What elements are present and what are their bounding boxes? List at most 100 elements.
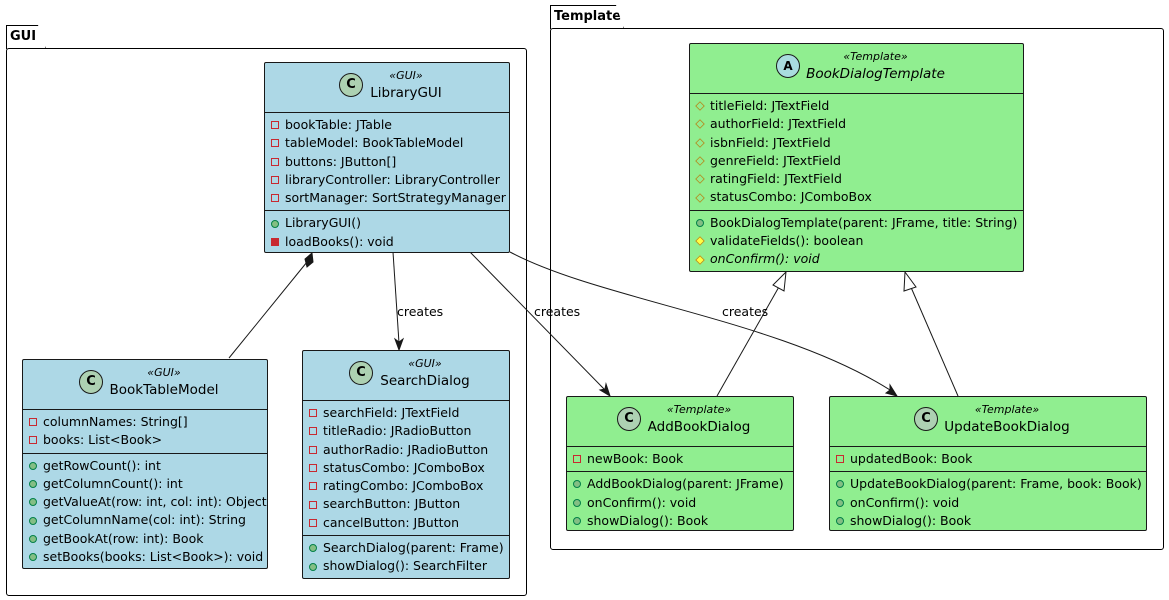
class-name: AddBookDialog bbox=[647, 419, 751, 435]
field-row: sortManager: SortStrategyManager bbox=[271, 189, 509, 207]
public-method-icon bbox=[573, 480, 581, 489]
member-text: columnNames: String[] bbox=[43, 414, 188, 429]
public-method-icon bbox=[573, 498, 581, 507]
methods-section: AddBookDialog(parent: JFrame) onConfirm(… bbox=[567, 472, 793, 530]
public-method-icon bbox=[29, 516, 37, 525]
private-field-icon bbox=[309, 482, 317, 491]
member-text: showDialog(): SearchFilter bbox=[323, 558, 487, 574]
field-row: titleRadio: JRadioButton bbox=[309, 422, 509, 440]
protected-field-icon bbox=[695, 101, 705, 111]
private-field-icon bbox=[271, 139, 279, 148]
inherit-update-line bbox=[909, 284, 959, 397]
public-method-icon bbox=[29, 534, 37, 543]
method-row: AddBookDialog(parent: JFrame) bbox=[573, 475, 793, 493]
composition-line bbox=[228, 261, 308, 359]
class-updatebookdialog[interactable]: C «Template» UpdateBookDialog updatedBoo… bbox=[829, 396, 1147, 531]
class-addbookdialog[interactable]: C «Template» AddBookDialog newBook: Book… bbox=[566, 396, 794, 531]
protected-field-icon bbox=[695, 174, 705, 185]
public-method-icon bbox=[573, 517, 581, 526]
class-name: LibraryGUI bbox=[370, 85, 442, 101]
field-row: searchButton: JButton bbox=[309, 495, 509, 513]
field-row: bookTable: JTable bbox=[271, 116, 509, 134]
member-text: statusCombo: JComboBox bbox=[710, 189, 872, 205]
fields-section: titleField: JTextField authorField: JTex… bbox=[690, 94, 1023, 211]
member-text: books: List<Book> bbox=[43, 432, 163, 448]
member-text: setBooks(books: List<Book>): void bbox=[43, 549, 264, 565]
method-row: validateFields(): boolean bbox=[695, 232, 1023, 250]
protected-method-icon bbox=[695, 254, 705, 265]
method-row: loadBooks(): void bbox=[271, 233, 509, 251]
private-field-icon bbox=[271, 194, 279, 203]
protected-field-icon bbox=[695, 156, 705, 166]
class-searchdialog[interactable]: C «GUI» SearchDialog searchField: JTextF… bbox=[302, 350, 510, 579]
methods-section: UpdateBookDialog(parent: Frame, book: Bo… bbox=[830, 472, 1146, 530]
member-text: searchField: JTextField bbox=[323, 405, 460, 420]
member-text: authorField: JTextField bbox=[710, 116, 847, 132]
method-row: showDialog(): Book bbox=[836, 512, 1146, 530]
protected-field-icon bbox=[695, 119, 705, 130]
private-method-icon bbox=[271, 237, 279, 246]
method-row: getRowCount(): int bbox=[29, 457, 267, 475]
method-row: getColumnCount(): int bbox=[29, 475, 267, 493]
protected-field-icon bbox=[695, 192, 705, 203]
label-creates-update: creates bbox=[722, 304, 769, 319]
methods-section: getRowCount(): int getColumnCount(): int… bbox=[23, 454, 267, 568]
stereotype: «Template» bbox=[843, 50, 908, 63]
method-row: getBookAt(row: int): Book bbox=[29, 530, 267, 548]
methods-section: LibraryGUI() loadBooks(): void bbox=[265, 211, 509, 252]
public-method-icon bbox=[836, 498, 844, 507]
private-field-icon bbox=[309, 518, 317, 527]
method-row: getColumnName(col: int): String bbox=[29, 511, 267, 529]
class-librarygui[interactable]: C «GUI» LibraryGUI bookTable: JTable tab… bbox=[264, 62, 510, 253]
stereotype: «Template» bbox=[666, 403, 732, 416]
class-name: UpdateBookDialog bbox=[944, 419, 1070, 435]
member-text: genreField: JTextField bbox=[710, 152, 841, 168]
public-method-icon bbox=[309, 562, 317, 571]
class-bookdialogtemplate[interactable]: A «Template» BookDialogTemplate titleFie… bbox=[689, 43, 1024, 272]
member-text: getBookAt(row: int): Book bbox=[43, 530, 204, 546]
member-text: libraryController: LibraryController bbox=[285, 171, 500, 187]
field-row: cancelButton: JButton bbox=[309, 514, 509, 532]
fields-section: searchField: JTextField titleRadio: JRad… bbox=[303, 401, 509, 537]
field-row: ratingCombo: JComboBox bbox=[309, 477, 509, 495]
label-creates-add: creates bbox=[534, 304, 581, 319]
method-row: BookDialogTemplate(parent: JFrame, title… bbox=[696, 214, 1023, 232]
protected-field-icon bbox=[695, 137, 705, 148]
inherit-add-line bbox=[716, 284, 781, 397]
member-text: onConfirm(): void bbox=[587, 494, 697, 510]
class-booktablemodel[interactable]: C «GUI» BookTableModel columnNames: Stri… bbox=[22, 359, 268, 569]
class-c-icon: C bbox=[339, 73, 363, 97]
private-field-icon bbox=[573, 455, 581, 464]
private-field-icon bbox=[309, 409, 317, 418]
member-text: BookDialogTemplate(parent: JFrame, title… bbox=[710, 214, 1018, 230]
public-method-icon bbox=[29, 461, 37, 470]
field-row: genreField: JTextField bbox=[695, 152, 1023, 170]
methods-section: SearchDialog(parent: Frame) showDialog()… bbox=[303, 536, 509, 578]
member-text: authorRadio: JRadioButton bbox=[323, 441, 489, 457]
public-method-icon bbox=[309, 544, 317, 553]
member-text: titleRadio: JRadioButton bbox=[323, 423, 472, 439]
public-method-icon bbox=[836, 517, 844, 526]
member-text: loadBooks(): void bbox=[285, 233, 394, 249]
member-text: updatedBook: Book bbox=[850, 451, 973, 466]
member-text: newBook: Book bbox=[587, 451, 684, 466]
public-method-icon bbox=[271, 219, 279, 228]
label-creates-search: creates bbox=[397, 304, 444, 319]
public-method-icon bbox=[836, 480, 844, 489]
member-text: cancelButton: JButton bbox=[323, 514, 460, 530]
private-field-icon bbox=[309, 464, 317, 473]
field-row: statusCombo: JComboBox bbox=[695, 188, 1023, 206]
class-c-icon: C bbox=[79, 370, 103, 394]
stereotype: «GUI» bbox=[389, 69, 423, 82]
abstract-class-a-icon: A bbox=[776, 54, 800, 78]
field-row: statusCombo: JComboBox bbox=[309, 459, 509, 477]
creates-update-line bbox=[509, 251, 891, 391]
member-text: showDialog(): Book bbox=[587, 512, 709, 528]
protected-method-icon bbox=[695, 236, 705, 247]
private-field-icon bbox=[29, 418, 37, 427]
field-row: authorField: JTextField bbox=[695, 115, 1023, 133]
package-tab-gui: GUI bbox=[6, 25, 46, 49]
class-c-icon: C bbox=[349, 361, 373, 385]
field-row: ratingField: JTextField bbox=[695, 170, 1023, 188]
